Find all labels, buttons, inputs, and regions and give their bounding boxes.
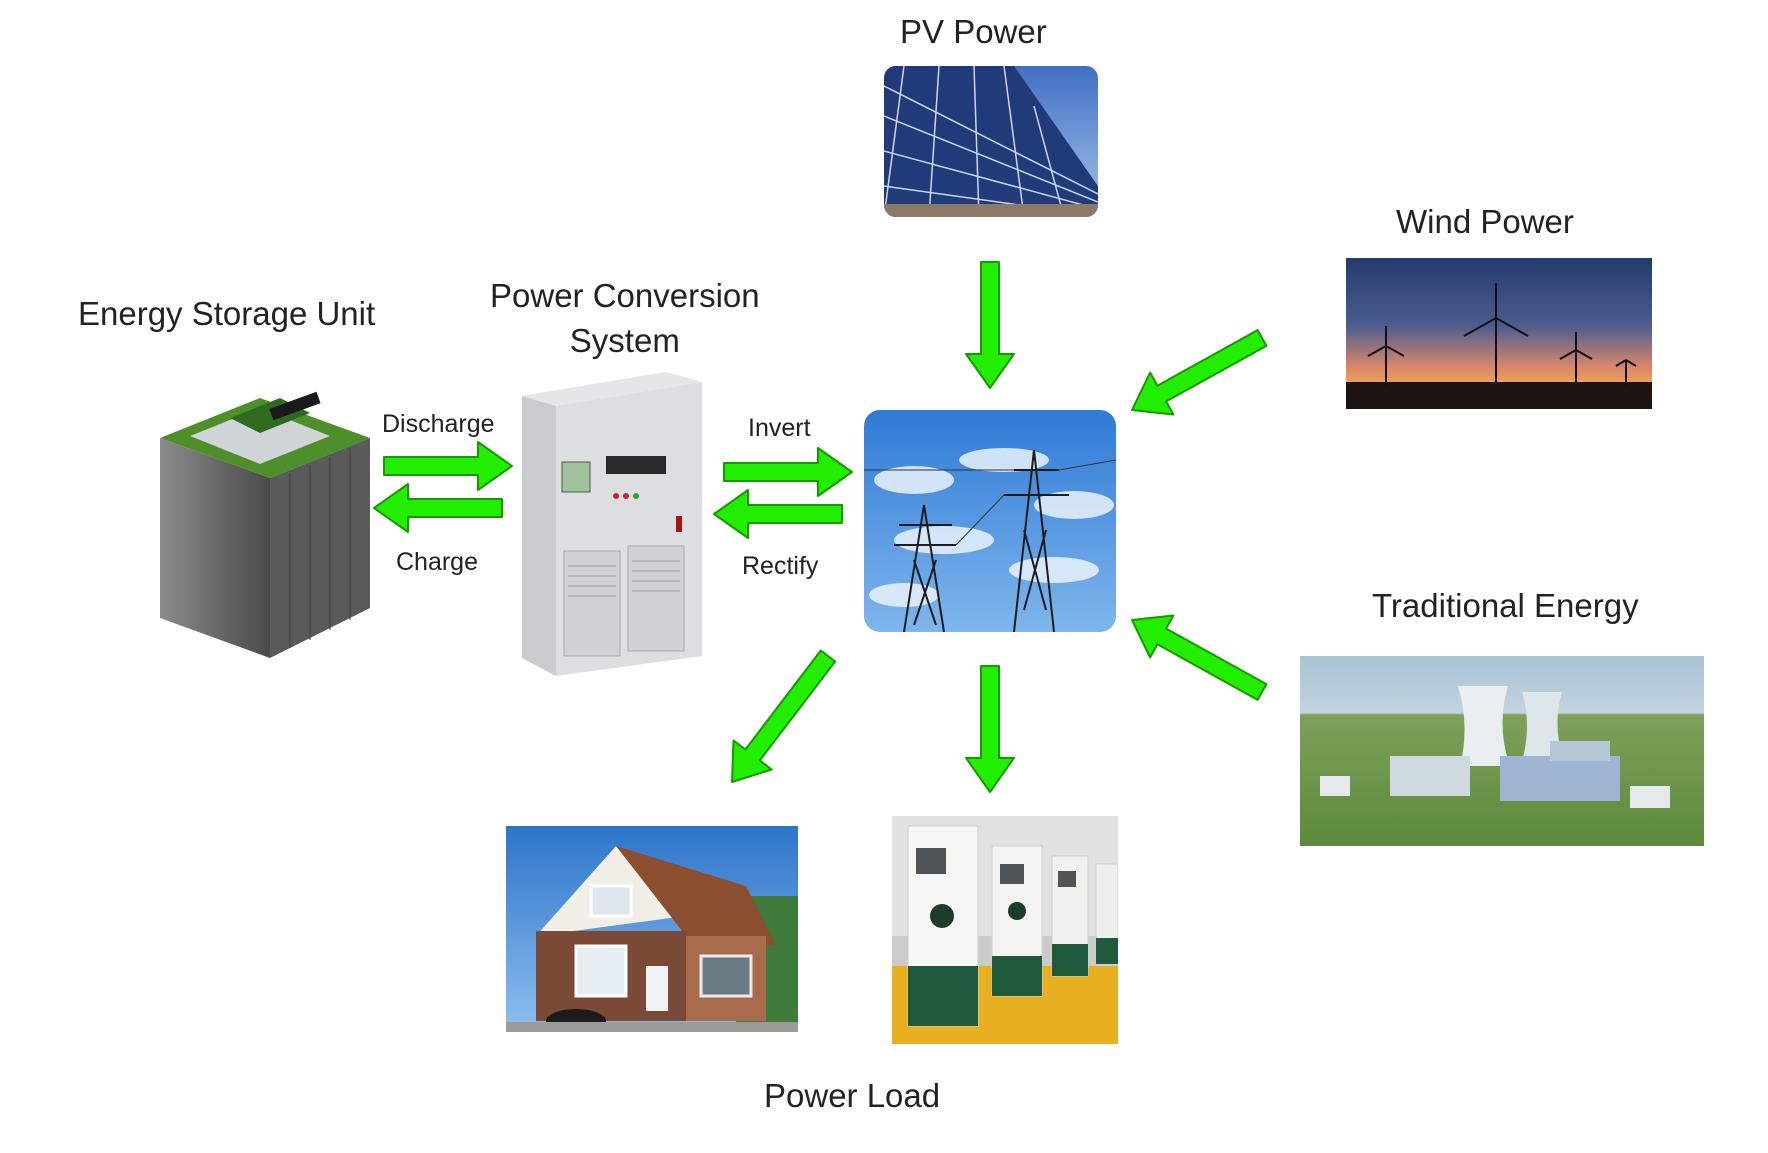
arrow-traditional-to-grid [1131, 614, 1268, 701]
rectify-label: Rectify [742, 552, 819, 580]
power-grid-photo [864, 410, 1116, 632]
arrow-grid-to-charger [965, 665, 1015, 793]
arrow-discharge [383, 441, 513, 491]
power-conversion-system-label: Power Conversion System [490, 274, 760, 363]
arrow-rectify [713, 489, 843, 539]
power-plant-photo [1300, 656, 1704, 846]
house-photo [506, 826, 798, 1032]
arrow-pv-to-grid [965, 261, 1015, 389]
pv-power-label: PV Power [900, 13, 1047, 50]
solar-panel-photo [884, 66, 1098, 217]
ev-charger-photo [892, 816, 1118, 1044]
pcs-cabinet-photo [522, 372, 702, 676]
charge-label: Charge [396, 548, 478, 576]
pcs-label-line1: Power Conversion [490, 277, 760, 314]
traditional-energy-label: Traditional Energy [1372, 587, 1639, 624]
arrow-charge [373, 483, 503, 533]
discharge-label: Discharge [382, 410, 495, 438]
arrow-grid-to-house [731, 649, 837, 783]
energy-storage-unit-label: Energy Storage Unit [78, 295, 376, 332]
wind-turbine-photo [1346, 258, 1652, 409]
wind-power-label: Wind Power [1396, 203, 1574, 240]
invert-label: Invert [748, 414, 811, 442]
power-load-label: Power Load [764, 1077, 941, 1114]
arrow-wind-to-grid [1131, 329, 1268, 416]
pcs-label-line2: System [569, 321, 680, 359]
arrow-invert [723, 447, 853, 497]
battery-photo [160, 391, 370, 658]
